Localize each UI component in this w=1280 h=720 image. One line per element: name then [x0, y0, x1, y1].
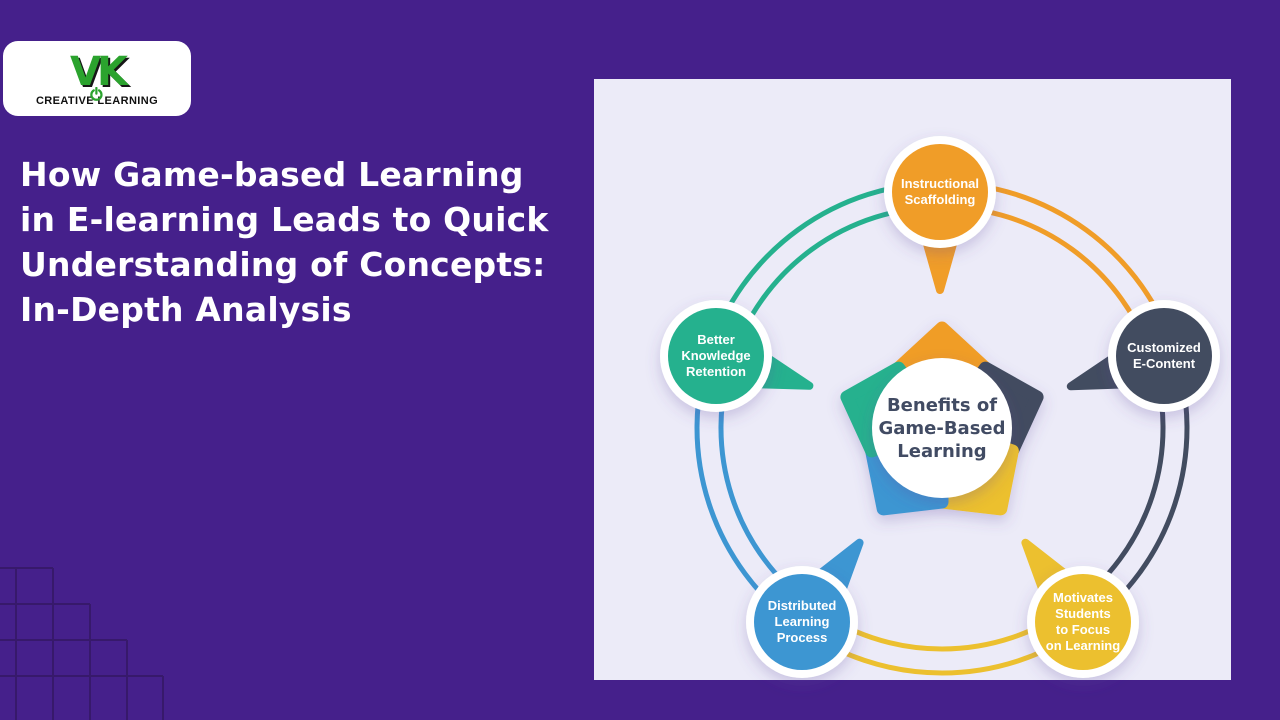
power-icon — [89, 78, 104, 101]
title-line-4: In-Depth Analysis — [20, 290, 352, 329]
page-title: How Game-based Learning in E-learning Le… — [20, 152, 580, 332]
node-label-better-knowledge-retention: Better Knowledge Retention — [681, 332, 751, 379]
node-label-customized-e-content: Customized E-Content — [1127, 340, 1201, 371]
title-line-1: How Game-based Learning — [20, 155, 524, 194]
node-label-distributed-learning: Distributed Learning Process — [767, 598, 837, 645]
logo-tagline: CREATIVE LEARNING — [35, 95, 159, 107]
node-label-motivates-students: Motivates Students to Focus on Learning — [1045, 590, 1121, 653]
brand-logo: VK CREATIVE LEARNING — [3, 41, 191, 116]
title-line-3: Understanding of Concepts: — [20, 245, 546, 284]
vk-logo-mark: VK — [70, 49, 128, 101]
node-label-instructional-scaffolding: Instructional Scaffolding — [900, 176, 979, 207]
logo-letter-v: V — [70, 49, 101, 95]
title-line-2: in E-learning Leads to Quick — [20, 200, 549, 239]
diagram-center-title: Benefits of Game-Based Learning — [878, 394, 1006, 462]
logo-letter-k: K — [96, 49, 128, 95]
decorative-squares — [0, 567, 164, 720]
